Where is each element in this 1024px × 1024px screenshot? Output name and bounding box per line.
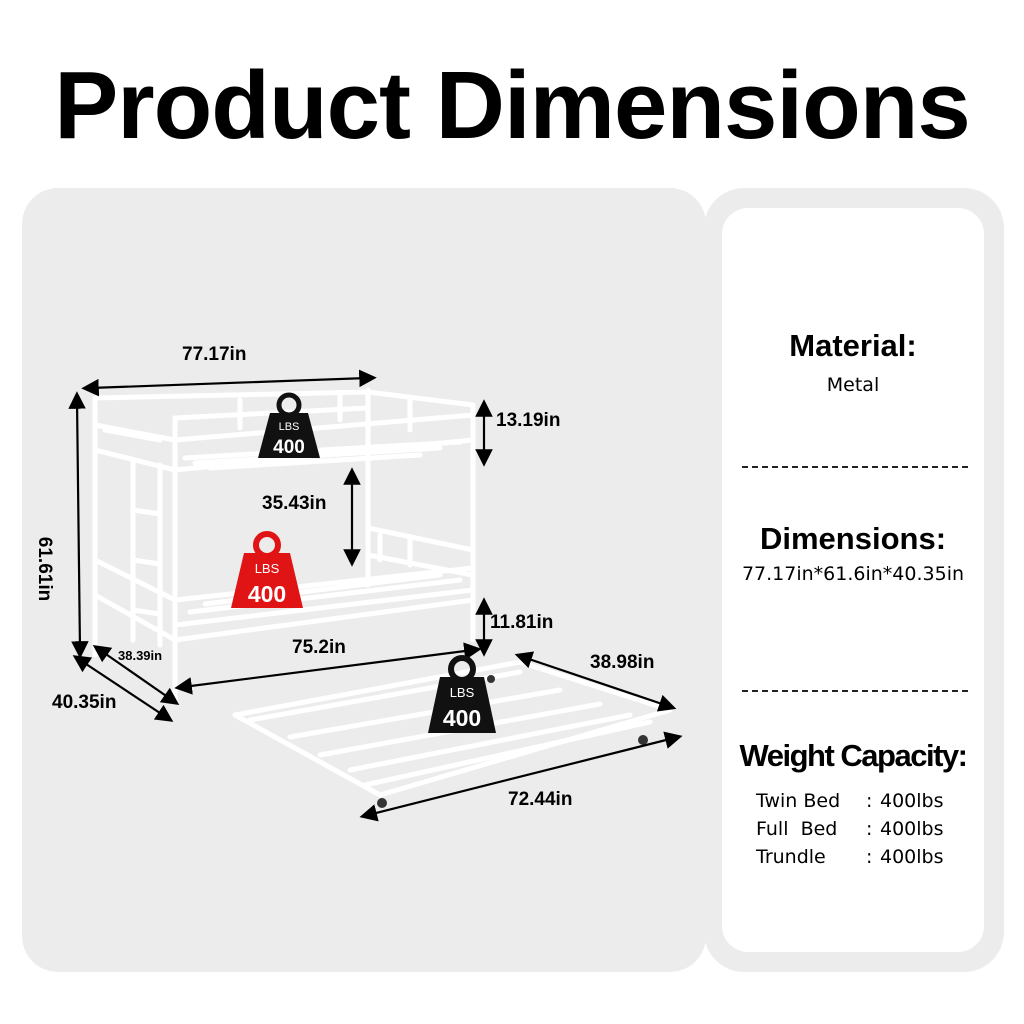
weight-row-value: 400lbs bbox=[880, 790, 944, 812]
weight-row-name: Trundle bbox=[756, 846, 826, 868]
badge-unit: LBS bbox=[279, 421, 300, 433]
dimensions-value: 77.17in*61.6in*40.35in bbox=[741, 563, 965, 585]
dim-bottom-length: 75.2in bbox=[292, 637, 346, 658]
divider bbox=[742, 466, 968, 468]
weight-row-name: Twin Bed bbox=[756, 790, 841, 812]
material-heading: Material: bbox=[789, 328, 917, 363]
weight-row-value: 400lbs bbox=[880, 846, 944, 868]
badge-value: 400 bbox=[248, 581, 286, 607]
material-section: Material: Metal bbox=[722, 328, 984, 396]
dim-total-height: 61.61in bbox=[34, 536, 56, 602]
dimensions-section: Dimensions: 77.17in*61.6in*40.35in bbox=[722, 521, 984, 585]
weight-badge-trundle: LBS 400 bbox=[428, 655, 496, 733]
weight-row: Twin Bed:400lbs bbox=[756, 787, 944, 815]
weight-badge-middle: LBS 400 bbox=[231, 531, 303, 608]
weight-badge-top: LBS 400 bbox=[258, 392, 320, 458]
specs-card bbox=[722, 208, 984, 952]
dim-trundle-width: 38.98in bbox=[590, 652, 655, 673]
weight-capacity-heading: Weight Capacity: bbox=[739, 738, 968, 773]
weight-row: Trundle:400lbs bbox=[756, 843, 944, 871]
weight-capacity-section: Weight Capacity: bbox=[722, 738, 984, 774]
weight-row-value: 400lbs bbox=[880, 818, 944, 840]
badge-unit: LBS bbox=[450, 685, 475, 700]
dim-top-width: 77.17in bbox=[182, 344, 247, 365]
weight-row-name: Full Bed bbox=[756, 818, 838, 840]
page-title: Product Dimensions bbox=[54, 52, 970, 159]
dim-top-rail: 13.19in bbox=[496, 410, 561, 431]
badge-unit: LBS bbox=[255, 561, 280, 576]
dim-trundle-length: 72.44in bbox=[508, 789, 573, 810]
dim-bottom-rail: 11.81in bbox=[490, 612, 554, 633]
badge-value: 400 bbox=[443, 705, 481, 731]
dim-inner-depth: 38.39in bbox=[118, 648, 163, 663]
divider bbox=[742, 690, 968, 692]
material-value: Metal bbox=[826, 374, 880, 396]
dimensions-heading: Dimensions: bbox=[759, 521, 947, 556]
dim-bed-gap: 35.43in bbox=[262, 493, 327, 514]
weight-row: Full Bed:400lbs bbox=[756, 815, 944, 843]
weight-capacity-table: Twin Bed:400lbs Full Bed:400lbs Trundle:… bbox=[756, 787, 944, 871]
dimension-arrows bbox=[68, 369, 683, 822]
badge-value: 400 bbox=[273, 437, 305, 458]
dim-depth: 40.35in bbox=[52, 692, 117, 713]
